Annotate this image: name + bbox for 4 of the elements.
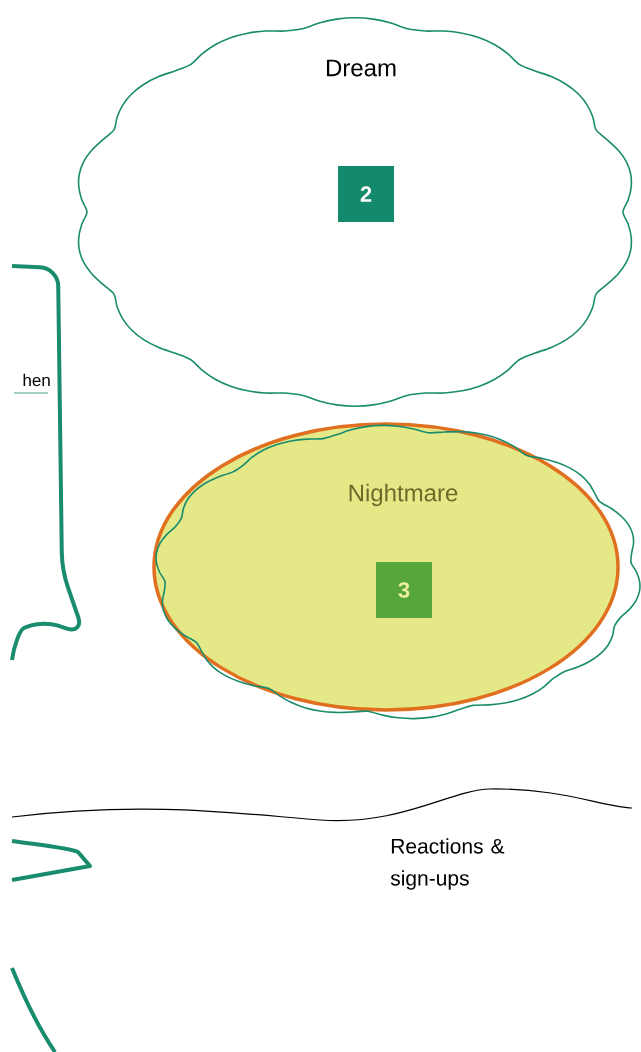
speech-bubble: hen bbox=[10, 264, 81, 661]
number-box: 2 bbox=[338, 166, 394, 222]
number-box: 3 bbox=[376, 562, 432, 618]
section-label: Reactions & sign-ups bbox=[390, 838, 505, 890]
